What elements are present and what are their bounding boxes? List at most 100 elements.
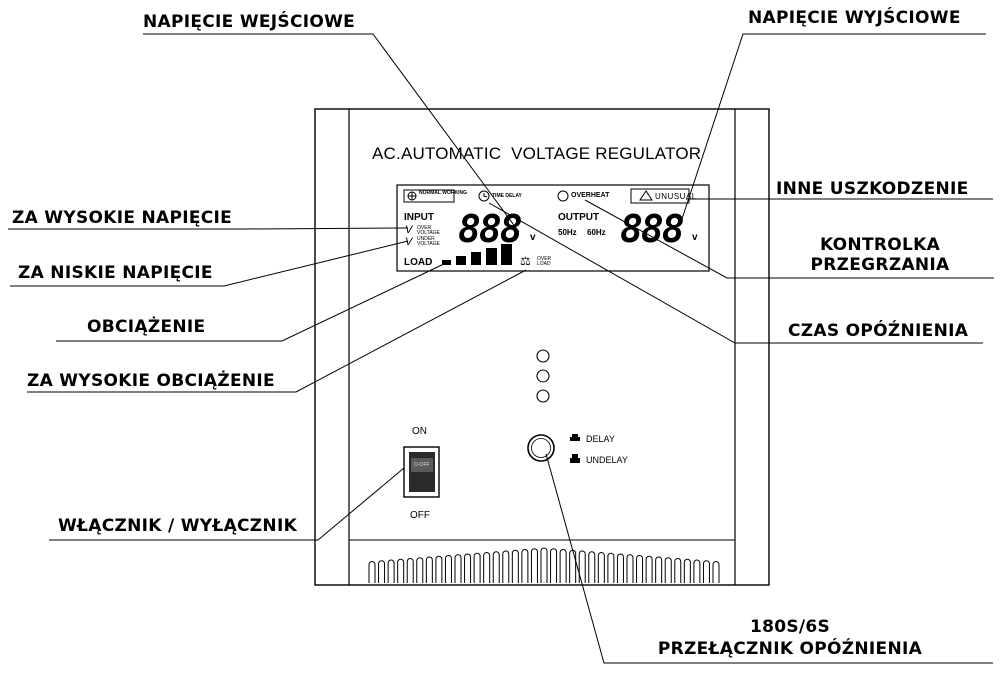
device-body bbox=[314, 108, 770, 586]
output-voltage-unit: v bbox=[692, 232, 698, 243]
vent-slot bbox=[511, 549, 519, 583]
callout-other-fault: INNE USZKODZENIE bbox=[776, 179, 969, 199]
vent-slot bbox=[416, 557, 424, 583]
leader-power-switch bbox=[49, 467, 405, 541]
load-bar-5 bbox=[501, 244, 512, 265]
vent-slot bbox=[492, 551, 500, 583]
hz50-label: 50Hz bbox=[558, 228, 577, 237]
vent-slot bbox=[406, 558, 414, 583]
under-voltage-label: UNDER VOLTAGE bbox=[417, 236, 440, 247]
vent-slot bbox=[645, 555, 653, 583]
clock-icon bbox=[478, 190, 490, 202]
vent-slot bbox=[550, 548, 558, 583]
undelay-button-symbol bbox=[570, 458, 580, 463]
vent-slot bbox=[425, 556, 433, 583]
vent-slot bbox=[702, 560, 710, 583]
vent-slot bbox=[693, 559, 701, 583]
hz60-label: 60Hz bbox=[587, 228, 606, 237]
warning-icon bbox=[639, 190, 653, 201]
callout-over-load: ZA WYSOKIE OBCIĄŻENIE bbox=[27, 371, 275, 391]
vent-slot bbox=[559, 549, 567, 583]
callout-power-switch: WŁĄCZNIK / WYŁĄCZNIK bbox=[58, 516, 298, 536]
load-label: LOAD bbox=[404, 257, 433, 268]
callout-input-voltage: NAPIĘCIE WEJŚCIOWE bbox=[143, 12, 356, 32]
input-label: INPUT bbox=[404, 212, 434, 223]
vent-slot bbox=[530, 548, 538, 583]
load-bar-4 bbox=[486, 248, 497, 265]
vent-slot bbox=[454, 554, 462, 583]
vent-slot bbox=[616, 553, 624, 583]
leader-input-voltage bbox=[143, 33, 520, 233]
vent-slot bbox=[712, 561, 720, 583]
vent-slot bbox=[588, 551, 596, 583]
callout-overheat-line2: PRZEGRZANIA bbox=[810, 255, 950, 275]
vent-slot bbox=[473, 552, 481, 583]
vent-slot bbox=[502, 550, 510, 583]
callout-overheat-line1: KONTROLKA bbox=[819, 235, 941, 255]
vent-slot bbox=[626, 554, 634, 583]
delay-label: DELAY bbox=[586, 434, 615, 444]
vent-slot bbox=[464, 553, 472, 583]
leader-under-voltage bbox=[10, 240, 409, 287]
callout-delay-time: CZAS OPÓŹNIENIA bbox=[788, 321, 969, 341]
over-voltage-arrow-v: V bbox=[405, 224, 413, 236]
vent-slot bbox=[387, 559, 395, 583]
lcd-panel bbox=[396, 184, 710, 272]
vent-slot bbox=[655, 556, 663, 583]
vent-slot bbox=[664, 557, 672, 583]
load-bar-3 bbox=[471, 252, 481, 265]
overheat-label: OVERHEAT bbox=[571, 192, 610, 199]
callout-over-voltage: ZA WYSOKIE NAPIĘCIE bbox=[12, 208, 233, 228]
over-load-label: OVER LOAD bbox=[537, 256, 552, 267]
device-title: AC.AUTOMATIC VOLTAGE REGULATOR bbox=[372, 144, 702, 163]
indicator-led-2 bbox=[536, 369, 550, 383]
normal-working-label: NORMAL WORKING bbox=[419, 190, 467, 196]
over-load-icon: ⚖ bbox=[520, 254, 531, 268]
undelay-label: UNDELAY bbox=[586, 455, 628, 465]
indicator-led-1 bbox=[536, 349, 550, 363]
vent-slot bbox=[444, 555, 452, 583]
unusual-label: UNUSUAL bbox=[655, 192, 697, 201]
vent-slot bbox=[540, 547, 548, 583]
vent-slot bbox=[636, 555, 644, 583]
vent-slot bbox=[378, 560, 386, 583]
thermometer-icon bbox=[557, 190, 569, 202]
delay-button-symbol bbox=[570, 437, 580, 441]
switch-off-label: OFF bbox=[410, 510, 430, 521]
callout-load: OBCIĄŻENIE bbox=[87, 317, 206, 337]
input-voltage-unit: v bbox=[530, 232, 536, 243]
unusual-box bbox=[630, 188, 690, 204]
switch-on-label: ON bbox=[412, 426, 427, 437]
input-voltage-digits: 888 bbox=[458, 207, 523, 251]
output-voltage-digits: 888 bbox=[620, 207, 685, 251]
vent-slot bbox=[397, 558, 405, 583]
vent-slot bbox=[435, 555, 443, 583]
time-delay-label: TIME DELAY bbox=[492, 193, 522, 199]
leader-delay-switch bbox=[545, 453, 993, 664]
leader-over-load bbox=[27, 269, 527, 393]
indicator-led-3 bbox=[536, 389, 550, 403]
switch-body-text: O-OFF bbox=[414, 462, 430, 468]
callout-delay-switch-line1: 180S/6S bbox=[749, 617, 831, 637]
callout-output-voltage: NAPIĘCIE WYJŚCIOWE bbox=[748, 8, 961, 28]
callout-under-voltage: ZA NISKIE NAPIĘCIE bbox=[18, 263, 213, 283]
vent-slot bbox=[607, 552, 615, 583]
vent-slot bbox=[578, 550, 586, 583]
vent-slot bbox=[674, 558, 682, 583]
leader-load bbox=[56, 261, 449, 342]
load-bar-2 bbox=[456, 256, 466, 265]
under-voltage-arrow-v: V bbox=[405, 236, 413, 248]
leader-over-voltage bbox=[8, 227, 409, 230]
leader-overheat bbox=[584, 199, 994, 279]
vent-slot bbox=[521, 549, 529, 583]
leader-delay-time bbox=[488, 202, 983, 344]
vent-slot bbox=[483, 552, 491, 583]
vent-slot bbox=[597, 552, 605, 583]
normal-working-box bbox=[403, 189, 455, 203]
output-label: OUTPUT bbox=[558, 212, 600, 223]
vent-slot bbox=[368, 561, 376, 583]
over-voltage-label: OVER VOLTAGE bbox=[417, 225, 440, 236]
callout-delay-switch-line2: PRZEŁĄCZNIK OPÓŹNIENIA bbox=[657, 639, 923, 659]
leader-output-voltage bbox=[679, 33, 986, 226]
